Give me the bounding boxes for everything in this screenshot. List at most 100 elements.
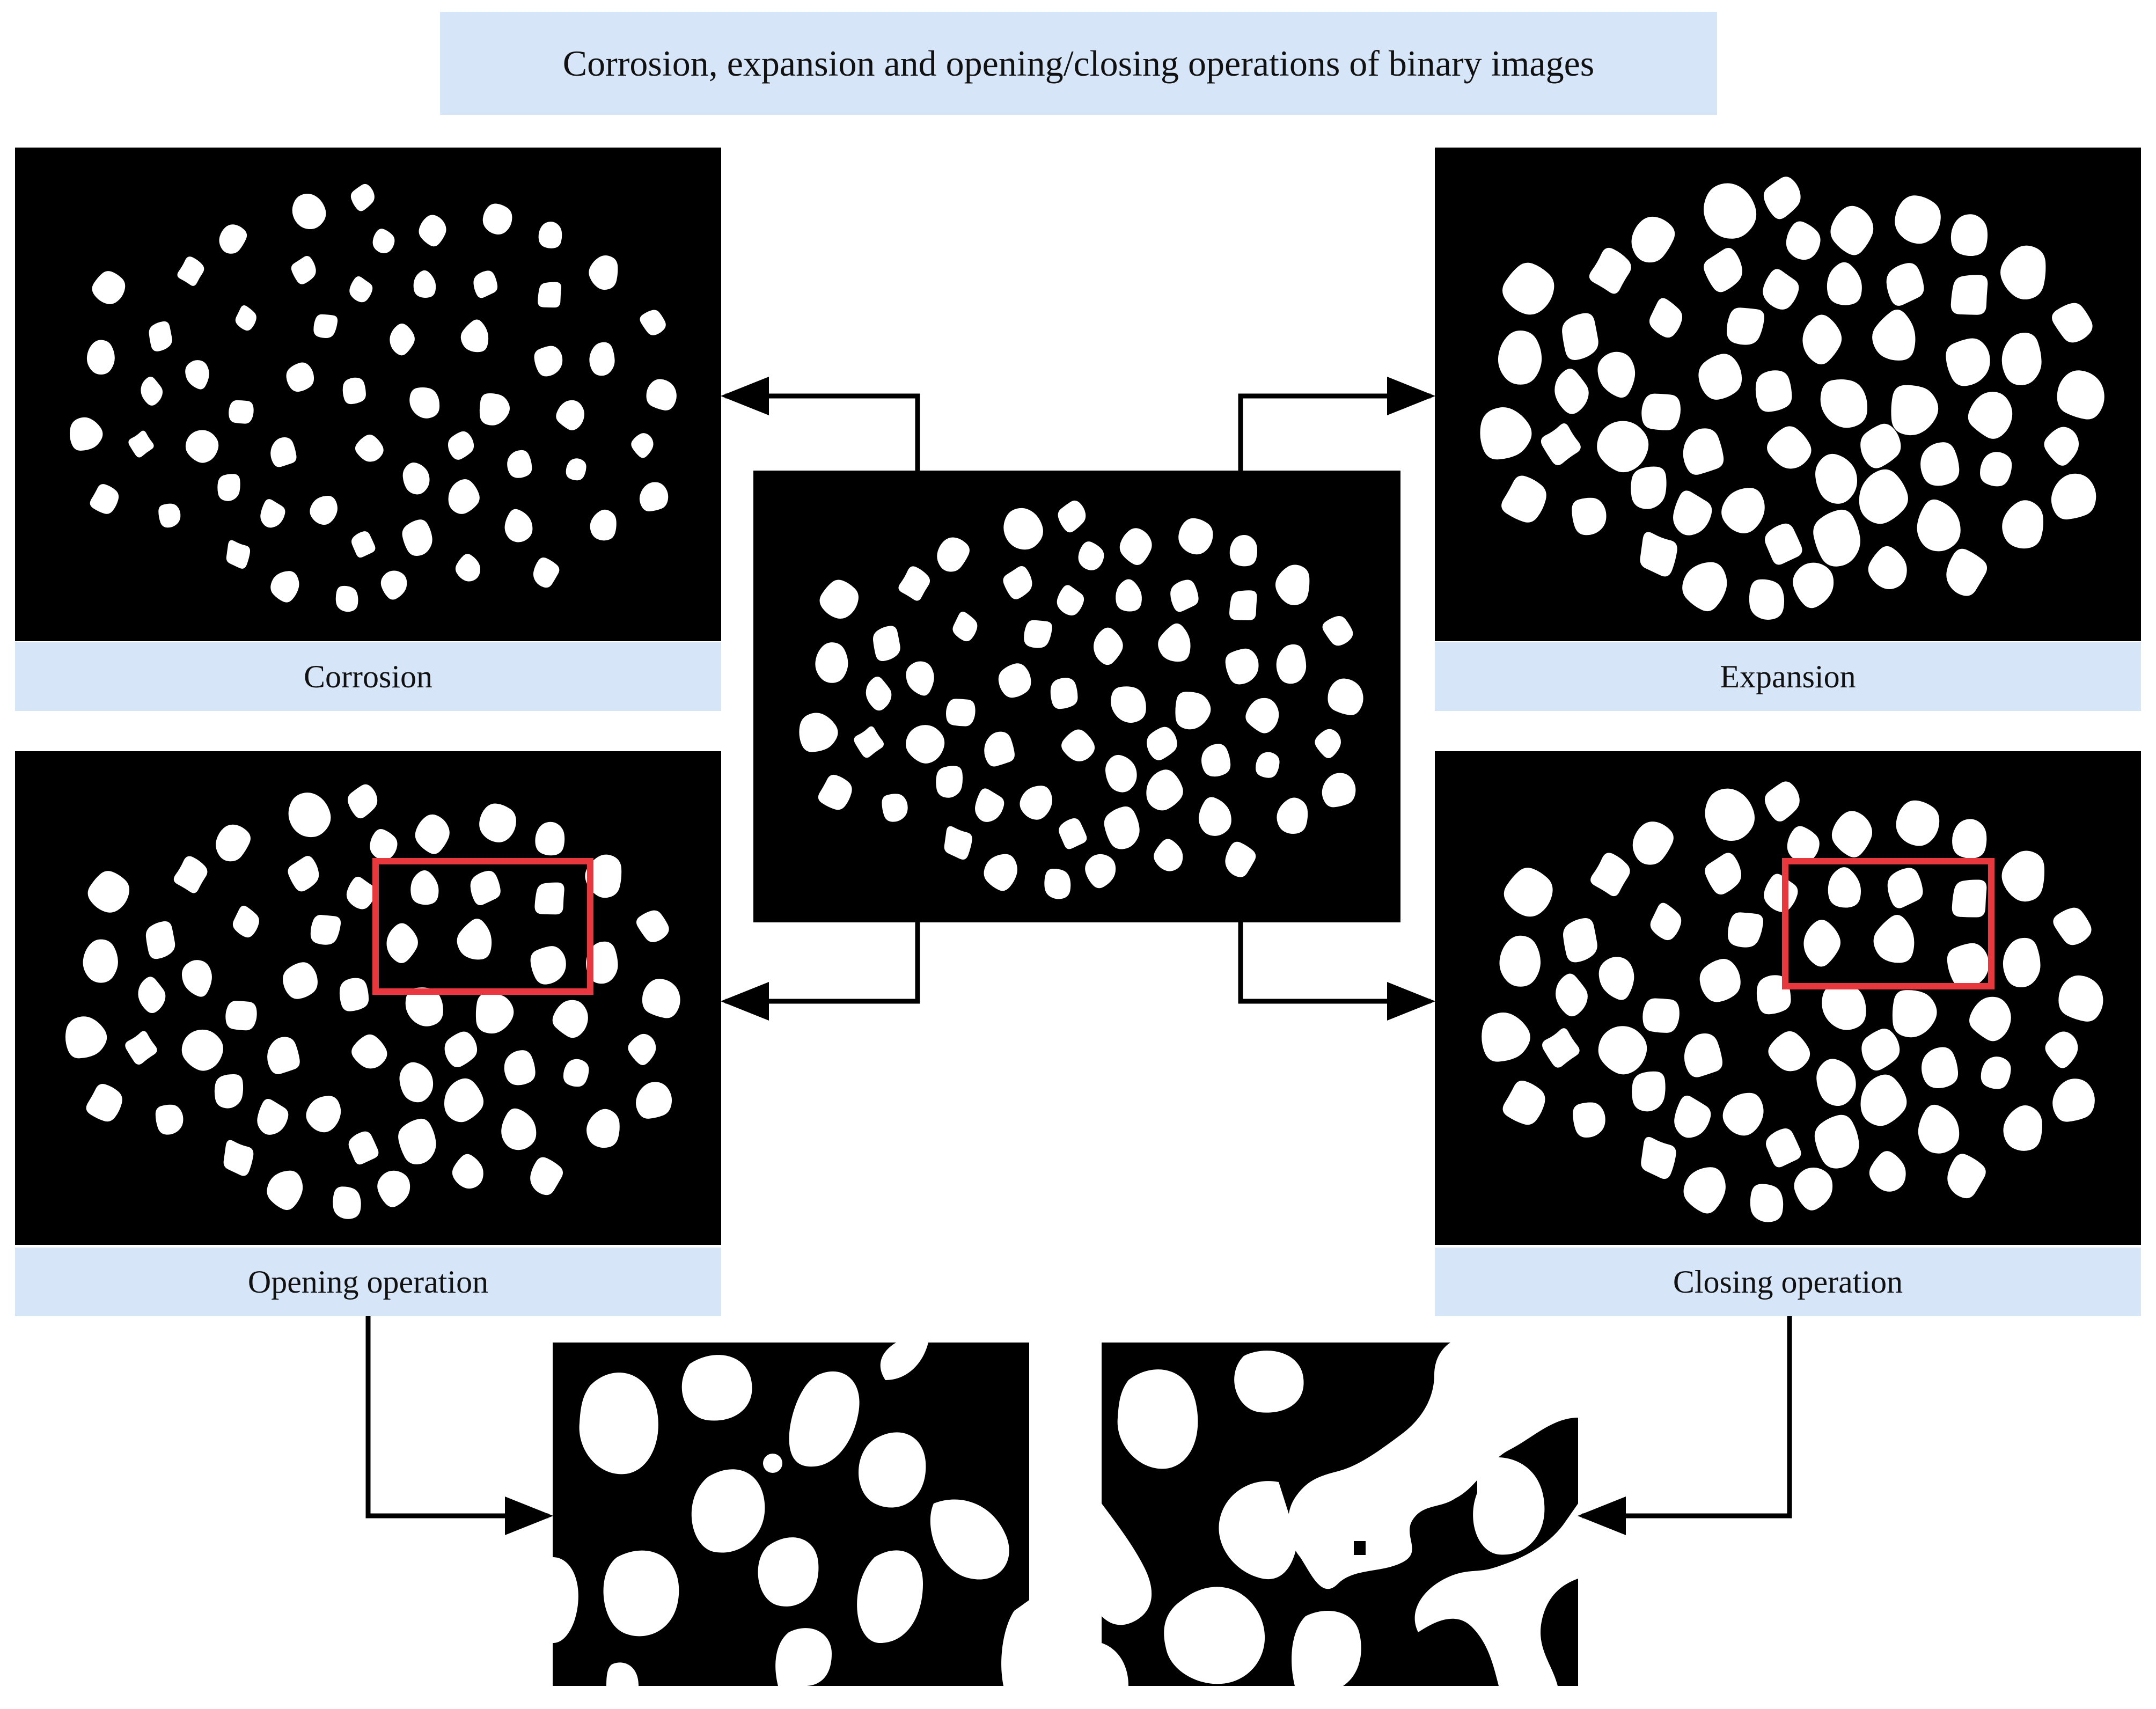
grain	[226, 540, 251, 569]
grain	[267, 1170, 303, 1211]
grain	[815, 642, 848, 683]
grain	[1640, 532, 1677, 577]
grain	[556, 400, 584, 430]
grain	[585, 854, 622, 898]
grain	[125, 1031, 157, 1065]
grain	[1969, 996, 2011, 1041]
grain	[1920, 442, 1960, 486]
grain	[351, 531, 376, 558]
grain	[1563, 918, 1597, 963]
grain	[219, 224, 247, 254]
grain	[906, 661, 934, 696]
grain	[1116, 579, 1142, 612]
grain	[1061, 729, 1095, 761]
grain	[636, 910, 669, 942]
grain	[640, 310, 666, 335]
grain	[1170, 580, 1199, 612]
grain	[355, 434, 384, 462]
arrow-to-expansion	[1238, 377, 1435, 471]
grain	[586, 941, 618, 984]
grain	[1094, 627, 1123, 665]
grain	[310, 915, 341, 945]
grain	[1705, 788, 1755, 841]
grain	[460, 319, 489, 353]
grain	[306, 1096, 341, 1133]
opening-caption-box: Opening operation	[15, 1248, 721, 1316]
grain	[479, 803, 516, 842]
grain	[1699, 959, 1741, 1002]
grain	[898, 566, 930, 601]
grain	[415, 814, 450, 854]
grain	[1787, 826, 1820, 863]
grain	[346, 876, 376, 909]
grain	[260, 499, 285, 528]
grain	[2000, 245, 2046, 300]
grain	[538, 282, 561, 308]
grain	[444, 1031, 478, 1068]
grain	[1946, 338, 1990, 386]
grain	[444, 1078, 484, 1123]
grain	[232, 905, 259, 938]
grain	[1590, 853, 1630, 897]
grain	[181, 960, 212, 997]
grain	[1542, 1028, 1580, 1068]
grain	[882, 794, 908, 822]
grain	[288, 856, 319, 892]
grain	[1480, 407, 1532, 460]
grain	[1764, 781, 1800, 822]
closing-image	[1435, 751, 2141, 1245]
grain	[286, 362, 314, 392]
grain	[2052, 303, 2093, 343]
grain	[347, 784, 378, 819]
closing-caption: Closing operation	[1673, 1264, 1903, 1300]
grain	[283, 962, 318, 999]
grain	[2003, 937, 2041, 988]
grain	[1820, 379, 1868, 428]
grain	[1764, 874, 1798, 912]
grain	[86, 1084, 122, 1122]
grain	[944, 826, 972, 860]
grain	[87, 871, 130, 913]
grain	[1872, 309, 1916, 361]
grain	[504, 509, 533, 542]
grain	[1815, 453, 1858, 504]
grain	[631, 433, 654, 458]
grain	[1765, 1128, 1801, 1168]
grain	[1154, 839, 1183, 871]
grain	[2052, 1079, 2095, 1122]
grain	[1896, 800, 1940, 846]
grain	[530, 946, 566, 985]
opening-image	[15, 751, 721, 1245]
grain	[1649, 298, 1683, 338]
grain	[1767, 426, 1812, 469]
closing-grains	[1482, 781, 2103, 1222]
grain	[1225, 841, 1256, 877]
grain	[313, 314, 338, 338]
grain	[1830, 206, 1874, 255]
grain	[819, 580, 859, 619]
diagram-title-box: Corrosion, expansion and opening/closing…	[440, 12, 1717, 115]
grain	[128, 430, 154, 458]
closing-caption-box: Closing operation	[1435, 1248, 2141, 1316]
grain	[310, 495, 338, 525]
grain	[936, 766, 963, 798]
grain	[1887, 868, 1923, 908]
grain	[639, 482, 669, 512]
grain	[1572, 497, 1607, 536]
grain	[1869, 1151, 1906, 1192]
grain	[380, 570, 407, 600]
grain	[1641, 1136, 1676, 1179]
grain	[1684, 1033, 1722, 1077]
arrow-to-opening	[721, 922, 920, 1021]
grain	[405, 987, 443, 1026]
grain	[1050, 678, 1078, 709]
grain	[1750, 1184, 1784, 1222]
grain	[1175, 692, 1211, 730]
grain	[1502, 1080, 1545, 1125]
grain	[448, 431, 474, 460]
grain	[448, 479, 480, 514]
grain	[1105, 754, 1137, 793]
grain	[1111, 686, 1146, 723]
grain	[538, 222, 562, 248]
grain	[1315, 729, 1341, 758]
